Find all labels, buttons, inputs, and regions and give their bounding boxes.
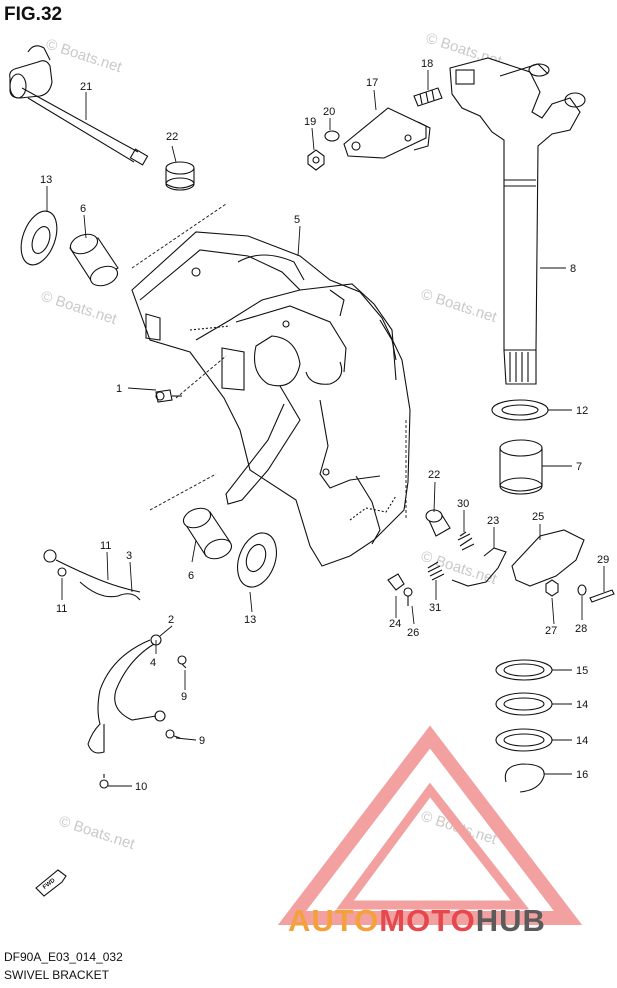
callout-13[interactable]: 13 bbox=[40, 174, 52, 186]
part-13-washer-hole bbox=[31, 226, 51, 254]
callout-13[interactable]: 13 bbox=[244, 614, 256, 626]
callout-21[interactable]: 21 bbox=[80, 81, 92, 93]
figure-code: DF90A_E03_014_032 bbox=[4, 950, 123, 964]
part-27-nut[interactable] bbox=[545, 579, 559, 597]
callout-17[interactable]: 17 bbox=[366, 77, 378, 89]
part-5-swivel-bracket[interactable] bbox=[131, 231, 411, 567]
part-28-washer[interactable] bbox=[577, 584, 587, 596]
part-22-bush-lower[interactable] bbox=[425, 509, 451, 537]
logo-part-moto: MOTO bbox=[379, 903, 476, 938]
part-29-pin[interactable] bbox=[589, 589, 615, 603]
callout-1[interactable]: 1 bbox=[116, 383, 122, 395]
callout-14[interactable]: 14 bbox=[576, 735, 588, 747]
part-4-ground-wire[interactable] bbox=[87, 639, 151, 754]
logo-part-auto: AUTO bbox=[288, 903, 380, 938]
callout-19[interactable]: 19 bbox=[304, 116, 316, 128]
watermark: © Boats.net bbox=[57, 813, 138, 854]
callout-2[interactable]: 2 bbox=[168, 614, 174, 626]
callout-15[interactable]: 15 bbox=[576, 665, 588, 677]
callout-12[interactable]: 12 bbox=[576, 405, 588, 417]
part-1-grease-nipple[interactable] bbox=[155, 389, 182, 403]
callout-26[interactable]: 26 bbox=[407, 627, 419, 639]
part-19-nut-hole bbox=[312, 156, 320, 164]
callout-29[interactable]: 29 bbox=[597, 554, 609, 566]
part-16-snap-ring[interactable] bbox=[504, 763, 545, 793]
figure-title: FIG.32 bbox=[4, 4, 63, 25]
watermark: © Boats.net bbox=[44, 36, 125, 77]
callout-5[interactable]: 5 bbox=[294, 214, 300, 226]
part-22-bush-upper[interactable] bbox=[165, 161, 195, 191]
part-24-clip[interactable] bbox=[387, 573, 405, 591]
part-6-bushing-lower[interactable] bbox=[181, 505, 234, 562]
callout-16[interactable]: 16 bbox=[576, 769, 588, 781]
part-18-bolt[interactable] bbox=[413, 87, 443, 107]
logo-triangle bbox=[277, 725, 583, 925]
callout-7[interactable]: 7 bbox=[576, 461, 582, 473]
callout-3[interactable]: 3 bbox=[126, 550, 132, 562]
part-6-bushing-upper[interactable] bbox=[68, 231, 120, 289]
fwd-arrow-icon bbox=[35, 869, 67, 897]
callout-6[interactable]: 6 bbox=[188, 570, 194, 582]
part-26-screw[interactable] bbox=[403, 587, 413, 606]
callouts: 21 22 13 6 5 1 8 12 7 17 18 19 20 22 30 … bbox=[40, 58, 609, 891]
part-2-ground-wire[interactable] bbox=[114, 634, 166, 722]
callout-31[interactable]: 31 bbox=[429, 602, 441, 614]
watermark: © Boats.net bbox=[39, 288, 120, 329]
logo-part-hub: HUB bbox=[475, 903, 546, 938]
part-12-washer[interactable] bbox=[491, 399, 549, 421]
callout-8[interactable]: 8 bbox=[570, 263, 576, 275]
part-9-bolt-lower[interactable] bbox=[165, 729, 181, 739]
callout-14[interactable]: 14 bbox=[576, 699, 588, 711]
callout-22[interactable]: 22 bbox=[428, 469, 440, 481]
part-14-ring-hole bbox=[503, 733, 545, 747]
part-31-spring[interactable] bbox=[427, 561, 445, 581]
callout-6[interactable]: 6 bbox=[80, 203, 86, 215]
callout-11[interactable]: 11 bbox=[100, 540, 111, 552]
leader-lines bbox=[46, 70, 605, 787]
callout-25[interactable]: 25 bbox=[532, 511, 544, 523]
part-21-pivot-shaft[interactable] bbox=[9, 45, 149, 166]
part-7-bush-lower[interactable] bbox=[499, 439, 543, 495]
callout-4[interactable]: 4 bbox=[150, 657, 156, 669]
callout-30[interactable]: 30 bbox=[457, 498, 469, 510]
callout-20[interactable]: 20 bbox=[323, 106, 335, 118]
part-15-ring-hole bbox=[503, 663, 545, 677]
watermark: © Boats.net bbox=[419, 286, 500, 327]
part-30-spring[interactable] bbox=[457, 531, 475, 551]
part-9-bolt-upper[interactable] bbox=[177, 655, 187, 669]
callout-28[interactable]: 28 bbox=[575, 623, 587, 635]
part-17-bracket-plate[interactable] bbox=[343, 107, 431, 159]
part-3-ground-wire[interactable] bbox=[43, 549, 141, 601]
part-20-washer[interactable] bbox=[324, 130, 340, 142]
part-25-lever[interactable] bbox=[511, 529, 585, 587]
callout-18[interactable]: 18 bbox=[421, 58, 433, 70]
callout-24[interactable]: 24 bbox=[389, 618, 401, 630]
callout-22[interactable]: 22 bbox=[166, 131, 178, 143]
callout-23[interactable]: 23 bbox=[487, 515, 499, 527]
callout-9[interactable]: 9 bbox=[199, 735, 205, 747]
part-10-bolt[interactable] bbox=[99, 774, 109, 789]
callout-10[interactable]: 10 bbox=[135, 781, 147, 793]
callout-11[interactable]: 11 bbox=[56, 603, 67, 615]
callout-27[interactable]: 27 bbox=[545, 625, 557, 637]
part-13-washer-hole bbox=[245, 543, 267, 573]
figure-name: SWIVEL BRACKET bbox=[4, 968, 109, 982]
part-19-nut[interactable] bbox=[307, 149, 325, 171]
part-14-ring-hole bbox=[503, 697, 545, 711]
part-8-steering-shaft[interactable] bbox=[449, 57, 586, 385]
callout-9[interactable]: 9 bbox=[181, 691, 187, 703]
part-12-washer-hole bbox=[501, 404, 539, 416]
brand-logo-text: AUTOMOTOHUB bbox=[288, 903, 546, 939]
